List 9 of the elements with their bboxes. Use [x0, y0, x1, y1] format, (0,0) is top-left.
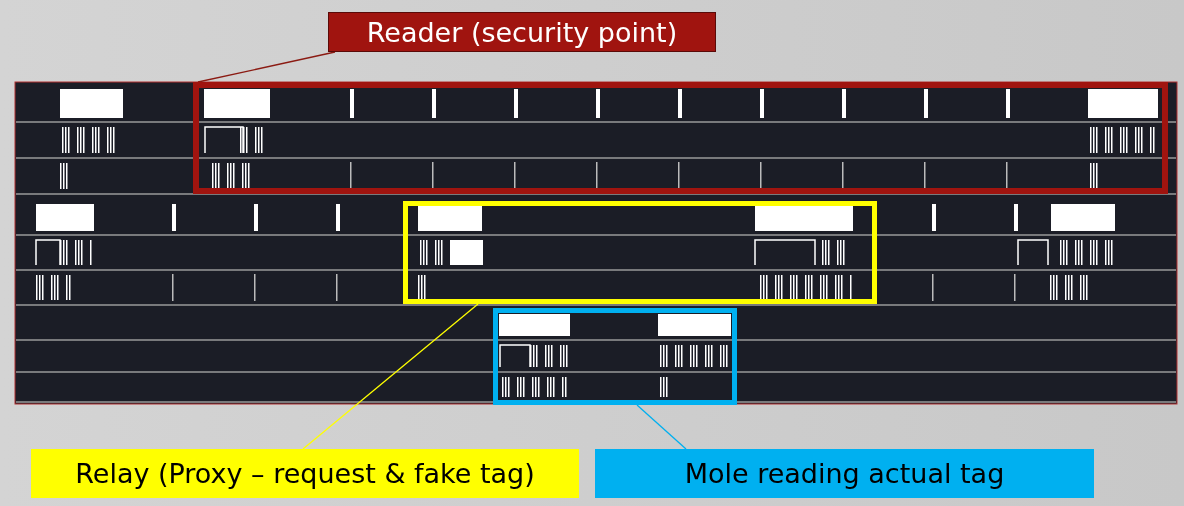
callout-label: Mole reading actual tag [595, 449, 1094, 498]
highlight-frame [493, 308, 737, 405]
highlight-frame [193, 82, 1168, 194]
highlight-frame [403, 201, 877, 304]
leader-line [197, 51, 336, 83]
leader-line [636, 404, 687, 450]
leader-line [302, 303, 479, 450]
callout-label: Relay (Proxy – request & fake tag) [31, 449, 579, 498]
callout-label: Reader (security point) [328, 12, 716, 52]
